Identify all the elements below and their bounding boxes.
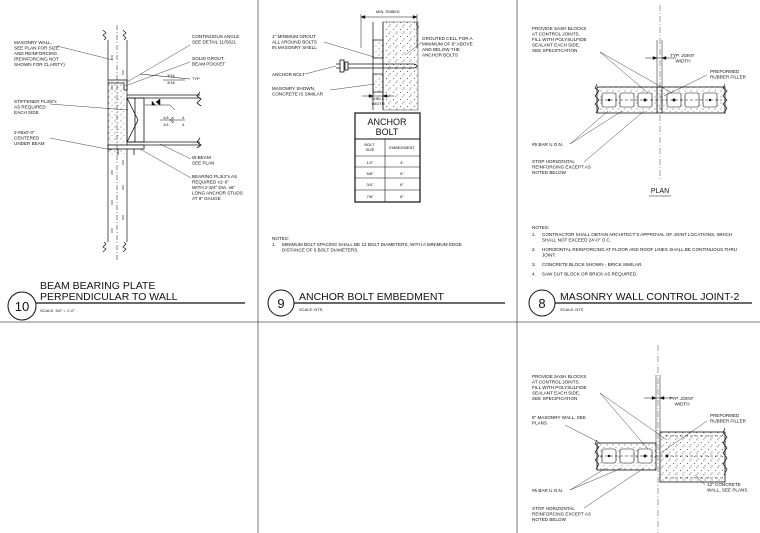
typ-joint-label: TYP. JOINT WIDTH xyxy=(670,53,695,64)
w-beam-label: W-BEAM SEE PLAN xyxy=(192,155,214,166)
note-number: 3. xyxy=(532,262,536,267)
note-text: DISTANCE OF 6 BOLT DIAMETERS. xyxy=(282,248,359,253)
bearing-plate-label: BEARING PL3/4"x AS REQUIRED x1'-0" WITH … xyxy=(192,174,244,201)
table-cell-embed: 6" xyxy=(400,182,404,187)
detail-10-number: 10 xyxy=(15,299,29,314)
detail-9-scale: SCALE: NTS xyxy=(299,307,323,312)
detail-9-title: ANCHOR BOLT EMBEDMENT xyxy=(299,291,444,303)
detail-9-number: 9 xyxy=(277,296,284,311)
weld-typ: TYP xyxy=(192,76,200,81)
note-text: HORIZONTAL REINFORCING AT FLOOR AND ROOF… xyxy=(542,247,737,252)
anchor-bolt xyxy=(336,59,418,73)
bottom-typ-joint-label: TYP. JOINT WIDTH xyxy=(669,396,694,407)
note-number: 4. xyxy=(532,272,536,277)
note-number: 2. xyxy=(532,247,536,252)
anchor-bolt-label: ANCHOR BOLT xyxy=(272,72,305,77)
bottom-sash-label: PROVIDE SASH BLOCKS AT CONTROL JOINTS. F… xyxy=(532,374,588,401)
grout-pocket xyxy=(108,80,127,155)
detail-10-scale: SCALE: 3/4" = 1'-0" xyxy=(40,308,75,313)
continuous-angle-label: CONTINUOUS ANGLE SEE DETAIL 11/S621 xyxy=(192,34,241,45)
note-text: MINIMUM BOLT SPACING SHALL BE 12 BOLT DI… xyxy=(282,242,462,247)
table-col-size: BOLT SIZE xyxy=(364,142,375,152)
table-cell-embed: 5" xyxy=(400,171,404,176)
anchor-bolt-table-rows: 1/2" 4" 5/8" 5" 3/4" 6" 7/8" 8" xyxy=(367,160,405,199)
masonry-shown-label: MASONRY SHOWN, CONCRETE IS SIMILAR xyxy=(272,86,324,97)
stop-horizontal-label: STOP HORIZONTAL REINFORCING EXCEPT AS NO… xyxy=(532,159,592,175)
min-embed-label: MIN. EMBED xyxy=(376,9,400,14)
d9-notes: 1. MINIMUM BOLT SPACING SHALL BE 12 BOLT … xyxy=(272,242,462,253)
note-text: CONTRACTOR SHALL OBTAIN ARCHITECT'S APPR… xyxy=(542,232,732,237)
weld-r1: 1/4 xyxy=(163,115,169,120)
table-cell-embed: 4" xyxy=(400,160,404,165)
table-col-embed: EMBEDMENT xyxy=(389,145,415,150)
grout-label: 1" MINIMUM GROUT ALL AROUND BOLTS IN MAS… xyxy=(272,34,318,50)
detail-8-title: MASONRY WALL CONTROL JOINT-2 xyxy=(560,291,739,303)
bearing-plate xyxy=(107,144,145,155)
bottom-stop-label: STOP HORIZONTAL REINFORCING EXCEPT AS NO… xyxy=(532,506,592,522)
masonry-wall-label: MASONRY WALL, SEE PLAN FOR SIZE AND REIN… xyxy=(14,40,65,67)
detail-8-scale: SCALE: NTS xyxy=(560,307,584,312)
note-text: SHALL NOT EXCEED 24'-0" O.C. xyxy=(542,238,611,243)
weld-symbols xyxy=(139,73,191,124)
grouted-cell xyxy=(382,21,419,111)
detail-8-number: 8 xyxy=(538,296,545,311)
shell-width-label: SHELL WIDTH xyxy=(371,96,385,106)
rubber-filler-label: PREFORMED RUBBER FILLER xyxy=(710,69,747,80)
table-cell-size: 7/8" xyxy=(367,194,375,199)
bottom-wall8-label: 8" MASONRY WALL, SEE PLANS xyxy=(532,415,587,426)
bottom-concrete-label: 12" CONCRETE WALL, SEE PLANS xyxy=(707,482,747,493)
bar-label: #5 BAR U.O.N. xyxy=(532,142,563,147)
bottom-rubber-label: PREFORMED RUBBER FILLER xyxy=(710,413,747,424)
table-cell-size: 5/8" xyxy=(367,171,375,176)
anchor-bolt-table xyxy=(354,112,421,203)
note-text: JOINT. xyxy=(542,253,556,258)
detail-10-leaders xyxy=(49,44,192,179)
note-number: 1. xyxy=(272,242,276,247)
d9-notes-header: NOTES: xyxy=(272,236,289,241)
weld-r4: 4 xyxy=(182,122,185,127)
d8-notes: 1. CONTRACTOR SHALL OBTAIN ARCHITECT'S AP… xyxy=(532,232,737,277)
table-title-1: ANCHOR xyxy=(367,117,407,127)
table-title-2: BOLT xyxy=(376,127,399,137)
table-cell-size: 3/4" xyxy=(367,182,375,187)
bars-label: 2-#5x0'-0" CENTERED UNDER BEAM xyxy=(14,130,45,146)
note-text: SAW CUT BLOCK OR BRICK AS REQUIRED. xyxy=(542,272,637,277)
grouted-cell-label: GROUTED CELL FOR A MINIMUM OF 8" ABOVE A… xyxy=(422,36,474,58)
detail-9-anchor-bolt-embedment: MIN. EMBED 1" MINIMUM GROUT ALL AROUND B… xyxy=(267,9,505,317)
note-number: 1. xyxy=(532,232,536,237)
detail-10-title-2: PERPENDICULAR TO WALL xyxy=(40,291,178,303)
detail-10-number-bubble xyxy=(7,291,37,321)
detail-10-title-1: BEAM BEARING PLATE xyxy=(40,280,155,292)
detail-8-control-joint: PROVIDE SASH BLOCKS AT CONTROL JOINTS. F… xyxy=(528,5,752,317)
w-beam xyxy=(126,91,202,149)
weld-size-top: 3/16 xyxy=(167,73,176,78)
plan-label: PLAN xyxy=(651,188,669,195)
solid-grout-label: SOLID GROUT BEAM POCKET xyxy=(192,56,225,67)
weld-r2: 1/4 xyxy=(163,122,169,127)
note-text: CONCRETE BLOCK SHOWN - BRICK SIMILAR. xyxy=(542,262,643,267)
continuous-angle xyxy=(108,79,128,91)
d8-notes-header: NOTES: xyxy=(532,225,549,230)
sash-label: PROVIDE SASH BLOCKS AT CONTROL JOINTS. F… xyxy=(532,26,588,53)
stiffener-label: STIFFENER PL3/8"x AS REQUIRED EACH SIDE xyxy=(14,99,58,115)
bottom-bar-label: #5 BAR U.O.N. xyxy=(532,488,563,493)
detail-10-beam-bearing-plate: MASONRY WALL, SEE PLAN FOR SIZE AND REIN… xyxy=(7,25,245,321)
weld-size-bottom: 3/16 xyxy=(167,80,176,85)
table-cell-embed: 8" xyxy=(400,194,404,199)
weld-r3: 4 xyxy=(182,115,185,120)
detail-bottom-control-joint-concrete: PROVIDE SASH BLOCKS AT CONTROL JOINTS. F… xyxy=(532,345,747,533)
table-cell-size: 1/2" xyxy=(367,160,375,165)
